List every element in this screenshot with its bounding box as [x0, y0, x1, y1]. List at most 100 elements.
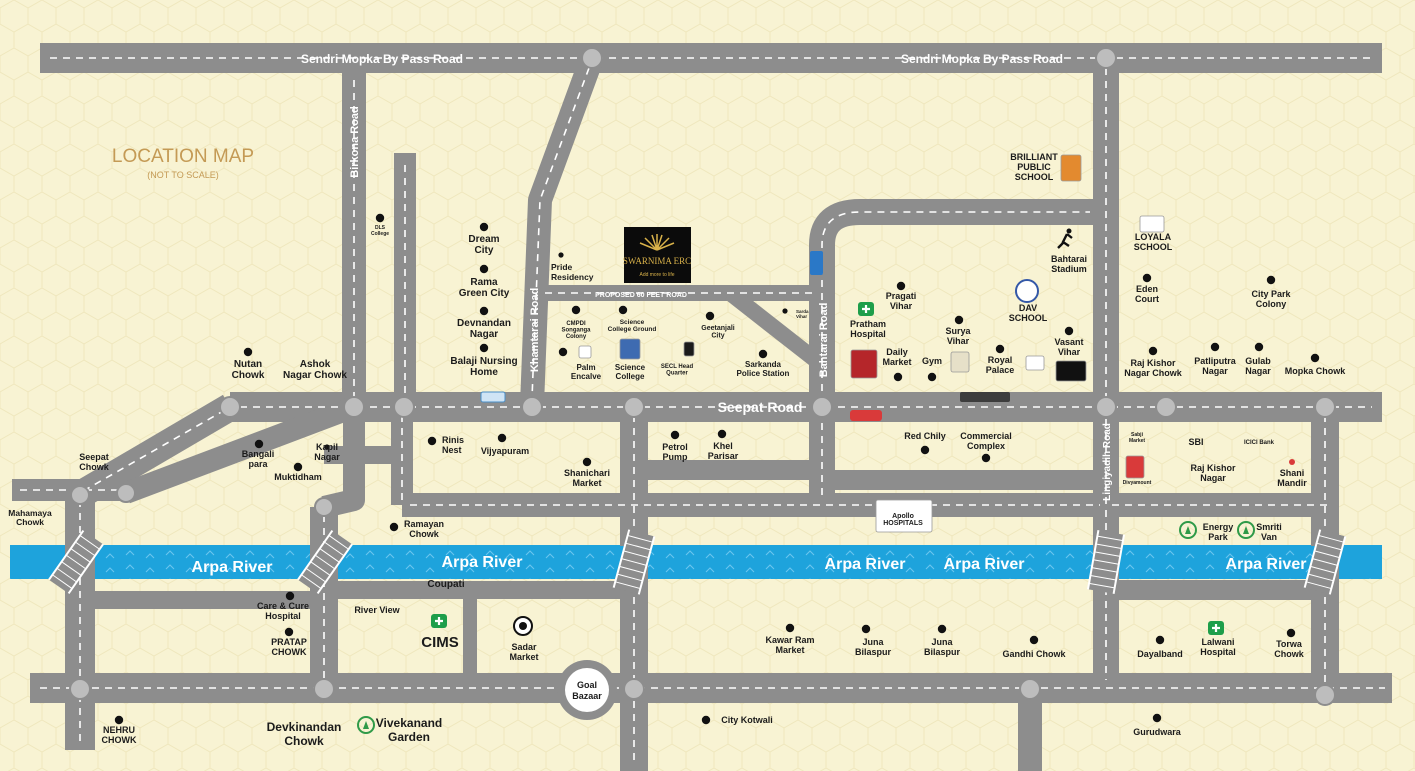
place-label: BRILLIANT	[1010, 152, 1058, 162]
place-label: Ashok	[300, 359, 331, 370]
vasant-vihar-building-icon	[1055, 360, 1087, 382]
place-label: Smriti	[1256, 522, 1282, 532]
place-marker-dot	[293, 462, 303, 472]
place-label: Mahamaya	[8, 508, 52, 518]
junction-science	[623, 396, 645, 418]
place-marker-dot	[1266, 275, 1276, 285]
bridge-left	[48, 529, 104, 595]
place-marker-dot	[558, 252, 564, 258]
bus-icon	[960, 392, 1010, 402]
place-label: Nutan	[234, 359, 262, 370]
place-label: Chowk	[1274, 649, 1304, 659]
place-redchily: Red Chily	[904, 431, 946, 455]
place-label: Chowk	[79, 462, 109, 472]
place-muktidham: Muktidham	[274, 462, 322, 482]
river-label-2: Arpa River	[442, 554, 523, 571]
dav-school-emblem-icon	[1015, 279, 1039, 303]
place-label: Vihar	[796, 314, 807, 319]
place-label: Red Chily	[904, 431, 946, 441]
place-label: City Kotwali	[721, 715, 773, 725]
bridge-torwa	[1303, 529, 1347, 595]
river-label-5: Arpa River	[1226, 556, 1307, 573]
place-marker-dot	[1064, 326, 1074, 336]
place-marker-dot	[893, 372, 903, 382]
place-label: Science	[620, 319, 645, 326]
place-label: Nagar	[1200, 473, 1226, 483]
place-marker-dot	[558, 347, 568, 357]
place-marker-dot	[1029, 635, 1039, 645]
place-marker-dot	[479, 343, 489, 353]
place-label: Royal	[988, 355, 1013, 365]
place-marker-dot	[1142, 273, 1152, 283]
place-label: Commercial	[960, 431, 1012, 441]
junction-khamtarai	[521, 396, 543, 418]
secl-icon	[683, 341, 695, 357]
place-label: Pragati	[886, 291, 917, 301]
place-dayalband: Dayalband	[1137, 635, 1183, 659]
place-label: PUBLIC	[1017, 162, 1051, 172]
project-name: SWARNIMA ERC	[623, 256, 691, 266]
place-label: LOYALA	[1135, 232, 1172, 242]
bridge-right	[1087, 530, 1125, 594]
place-label: Market	[509, 652, 538, 662]
place-gurudwara: Gurudwara	[1133, 713, 1182, 737]
river-label-4: Arpa River	[944, 556, 1025, 573]
place-marker-dot	[920, 445, 930, 455]
place-label: Divyamount	[1123, 480, 1152, 486]
place-marker-dot	[701, 715, 711, 725]
place-label: Khel	[713, 441, 733, 451]
dash-bahtarai	[821, 211, 1090, 495]
place-label: Pump	[662, 452, 688, 462]
road-label-birkona: Birkona Road	[349, 106, 361, 178]
place-label: Songanga	[561, 328, 591, 334]
place-marker-dot	[582, 457, 592, 467]
place-marker-dot	[670, 430, 680, 440]
place-label: Chowk	[284, 734, 324, 748]
place-label: Nagar	[1245, 366, 1271, 376]
road-label-lingiyadih: Lingiyadih Road	[1102, 423, 1113, 501]
river-label-3: Arpa River	[825, 556, 906, 573]
place-label: Bangali	[242, 449, 275, 459]
place-label: Stadium	[1051, 264, 1087, 274]
place-label: Nagar Chowk	[283, 370, 347, 381]
place-marker-dot	[114, 715, 124, 725]
place-label: Dream	[468, 234, 499, 245]
place-label: Colony	[1256, 299, 1287, 309]
road-label-coupati: Coupati	[427, 579, 464, 590]
place-label: Gym	[922, 356, 942, 366]
goal-bazaar-label-2: Bazaar	[572, 691, 602, 701]
hospital-icon	[1208, 621, 1224, 635]
river-waves	[650, 546, 1090, 578]
road-label-seepat: Seepat Road	[718, 399, 803, 415]
place-label: SCHOOL	[1015, 172, 1054, 182]
place-label: Balaji Nursing	[450, 356, 517, 367]
junction-seepat-2	[116, 483, 136, 503]
goal-bazaar-roundabout: Goal Bazaar	[557, 660, 617, 720]
park-icon	[357, 716, 375, 734]
river-segment	[10, 546, 60, 578]
place-marker-dot	[995, 344, 1005, 354]
place-marker-dot	[861, 624, 871, 634]
place-gandhi: Gandhi Chowk	[1003, 635, 1066, 659]
place-marker-dot	[705, 311, 715, 321]
place-label: Gulab	[1245, 356, 1271, 366]
place-icici: ICICI Bank	[1244, 440, 1275, 446]
goal-bazaar-label-1: Goal	[577, 680, 597, 690]
place-marker-dot	[389, 522, 399, 532]
place-label: Juna	[862, 637, 884, 647]
place-label: Daily	[886, 347, 908, 357]
place-label: Sabji	[1131, 432, 1144, 438]
